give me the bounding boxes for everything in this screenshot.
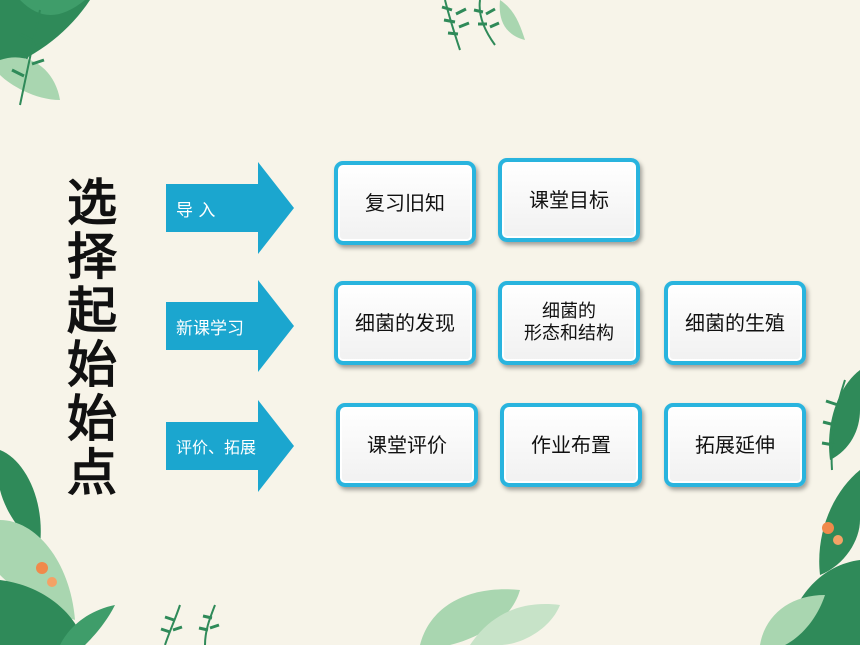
box-label: 细菌的发现 [355, 311, 455, 335]
arrow-label-evaluation: 评价、拓展 [176, 438, 257, 457]
arrow-shape-icon [166, 400, 294, 492]
arrow-new-lesson: 新课学习 [166, 280, 294, 372]
box-label-line: 形态和结构 [524, 323, 614, 344]
box-bacteria-reproduction[interactable]: 细菌的生殖 [664, 281, 806, 365]
box-label: 作业布置 [531, 433, 611, 457]
vertical-title: 选 择 起 始 始 点 [62, 176, 122, 500]
box-label: 细菌的生殖 [685, 311, 785, 335]
title-char: 始 [67, 390, 117, 448]
title-char: 点 [67, 444, 117, 502]
arrow-shape-icon [166, 162, 294, 254]
leaf-bottom-middle-icon [420, 589, 560, 645]
box-bacteria-structure[interactable]: 细菌的 形态和结构 [498, 281, 640, 365]
leaf-sprig-top-icon [441, 0, 525, 51]
arrow-label-intro: 导 入 [176, 200, 216, 221]
arrow-evaluation: 评价、拓展 [166, 400, 294, 492]
box-class-evaluation[interactable]: 课堂评价 [336, 403, 478, 487]
box-label: 课堂目标 [529, 188, 609, 212]
arrow-shape-icon [166, 280, 294, 372]
box-homework[interactable]: 作业布置 [500, 403, 642, 487]
box-label-line: 细菌的 [542, 301, 596, 322]
leaf-cluster-bottom-right-icon [760, 470, 860, 645]
arrow-label-new-lesson: 新课学习 [176, 318, 244, 339]
title-char: 选 [67, 174, 117, 232]
box-review-old-knowledge[interactable]: 复习旧知 [334, 161, 476, 245]
box-bacteria-discovery[interactable]: 细菌的发现 [334, 281, 476, 365]
box-lesson-goals[interactable]: 课堂目标 [498, 158, 640, 242]
leaf-cluster-right-icon [821, 370, 860, 471]
arrow-intro: 导 入 [166, 162, 294, 254]
box-label: 拓展延伸 [695, 433, 775, 457]
title-char: 始 [67, 336, 117, 394]
box-label: 复习旧知 [365, 191, 445, 215]
title-char: 起 [67, 282, 117, 340]
title-char: 择 [67, 228, 117, 286]
leaf-cluster-top-left-icon [0, 0, 90, 106]
orange-flower-icon [36, 522, 843, 587]
box-extension[interactable]: 拓展延伸 [664, 403, 806, 487]
box-label: 课堂评价 [367, 433, 447, 457]
